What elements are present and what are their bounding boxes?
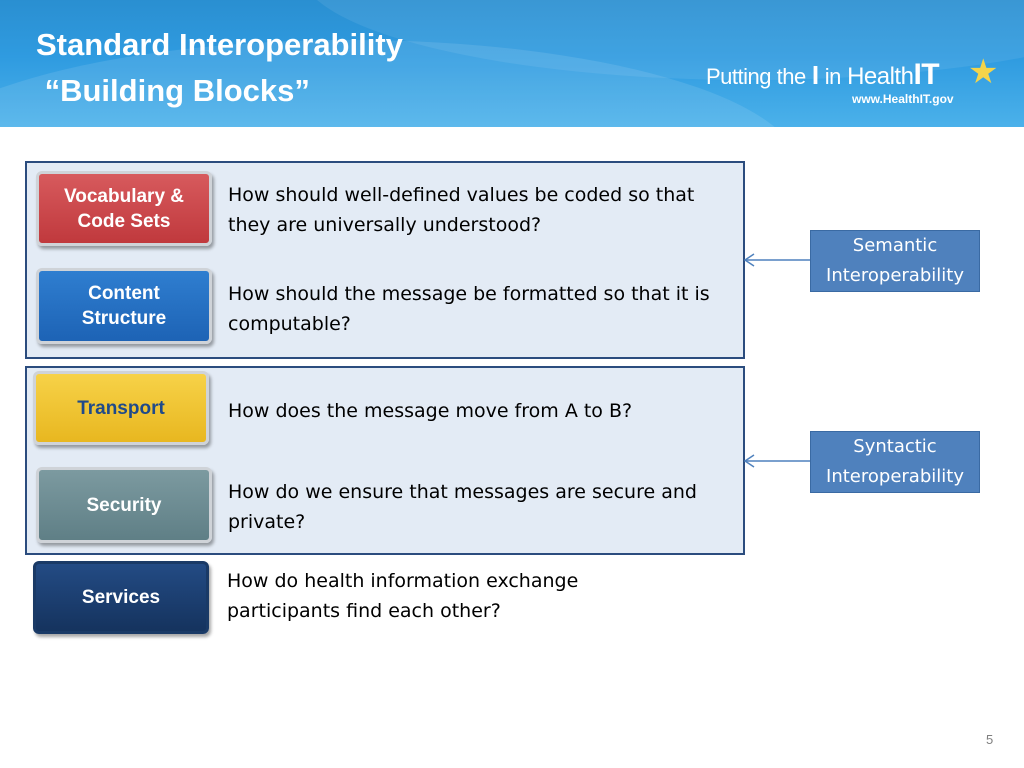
block-label: Content Structure [81,283,167,329]
security-block: Security [36,467,212,543]
logo-health: Health [847,63,914,90]
header-banner: Standard Interoperability “Building Bloc… [0,0,1024,127]
logo-it: IT [913,58,940,91]
semantic-arrow-icon [743,253,810,267]
block-label: Vocabulary & Code Sets [63,185,185,232]
logo-putting: Putting the [706,64,806,89]
services-question: How do health information exchange parti… [227,570,579,622]
healthit-logo: Putting the I in HealthIT ★ www.HealthIT… [706,53,1006,114]
vocabulary-question: How should well-defined values be coded … [228,184,695,236]
content-structure-block: Content Structure [36,268,212,344]
slide-title: Standard Interoperability “Building Bloc… [36,27,403,108]
block-label: Services [81,587,161,608]
security-question: How do we ensure that messages are secur… [228,481,697,533]
syntactic-arrow-icon [743,454,810,468]
logo-in: in [824,64,842,89]
transport-question: How does the message move from A to B? [228,400,633,422]
star-icon: ★ [968,53,999,91]
syntactic-interoperability-label: Syntactic Interoperability [810,431,980,493]
transport-block: Transport [33,371,209,445]
logo-text: Putting the I in HealthIT [706,58,940,92]
services-block: Services [33,561,209,634]
block-label: Transport [77,397,165,419]
block-label: Security [86,494,162,516]
logo-i: I [811,60,819,90]
vocabulary-code-sets-block: Vocabulary & Code Sets [36,171,212,246]
logo-url: www.HealthIT.gov [852,92,954,106]
semantic-interoperability-label: Semantic Interoperability [810,230,980,292]
page-number: 5 [986,732,994,747]
content-structure-question: How should the message be formatted so t… [228,283,710,335]
